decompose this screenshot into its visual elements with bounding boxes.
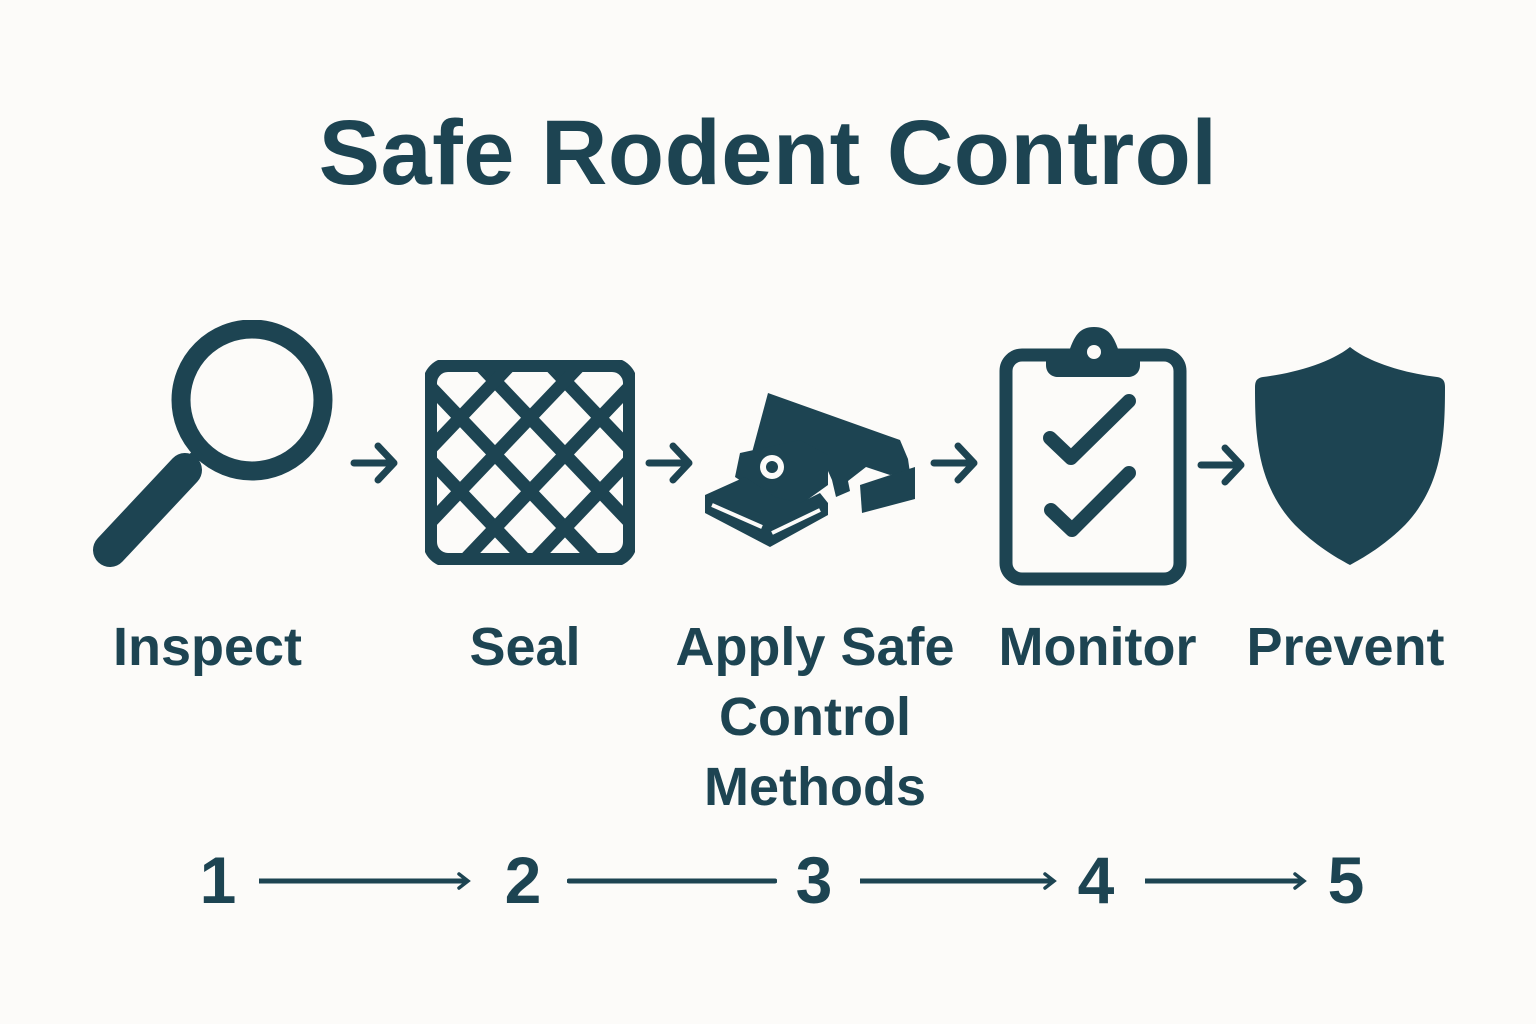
step-number-2: 2 [504, 843, 542, 917]
timeline-arrow-icon [1143, 872, 1308, 895]
step-label-inspect: Inspect [112, 617, 303, 677]
arrow-right-icon [350, 438, 400, 493]
step-number-1: 1 [199, 843, 237, 917]
step-number-3: 3 [795, 843, 833, 917]
timeline-arrow-icon [858, 872, 1058, 895]
step-label-line: Methods [704, 757, 926, 817]
step-label-line: Apply Safe [675, 617, 955, 677]
step-label-seal: Seal [469, 617, 581, 677]
timeline-line [566, 872, 778, 895]
trap-icon [700, 385, 920, 550]
shield-icon [1255, 345, 1445, 567]
arrow-right-icon [645, 438, 695, 493]
magnifying-glass-icon [90, 320, 340, 575]
arrow-right-icon [1197, 440, 1247, 495]
step-label-prevent: Prevent [1246, 617, 1445, 677]
step-number-4: 4 [1077, 843, 1115, 917]
mesh-grid-icon [425, 360, 635, 565]
step-number-5: 5 [1327, 843, 1365, 917]
page-title: Safe Rodent Control [318, 102, 1218, 204]
step-label-apply-safe-control-methods: Apply Safe Control Methods [665, 612, 965, 822]
clipboard-checklist-icon [998, 325, 1188, 587]
step-label-line: Control [719, 687, 911, 747]
arrow-right-icon [930, 438, 980, 493]
timeline-arrow-icon [257, 872, 472, 895]
step-label-monitor: Monitor [998, 617, 1197, 677]
